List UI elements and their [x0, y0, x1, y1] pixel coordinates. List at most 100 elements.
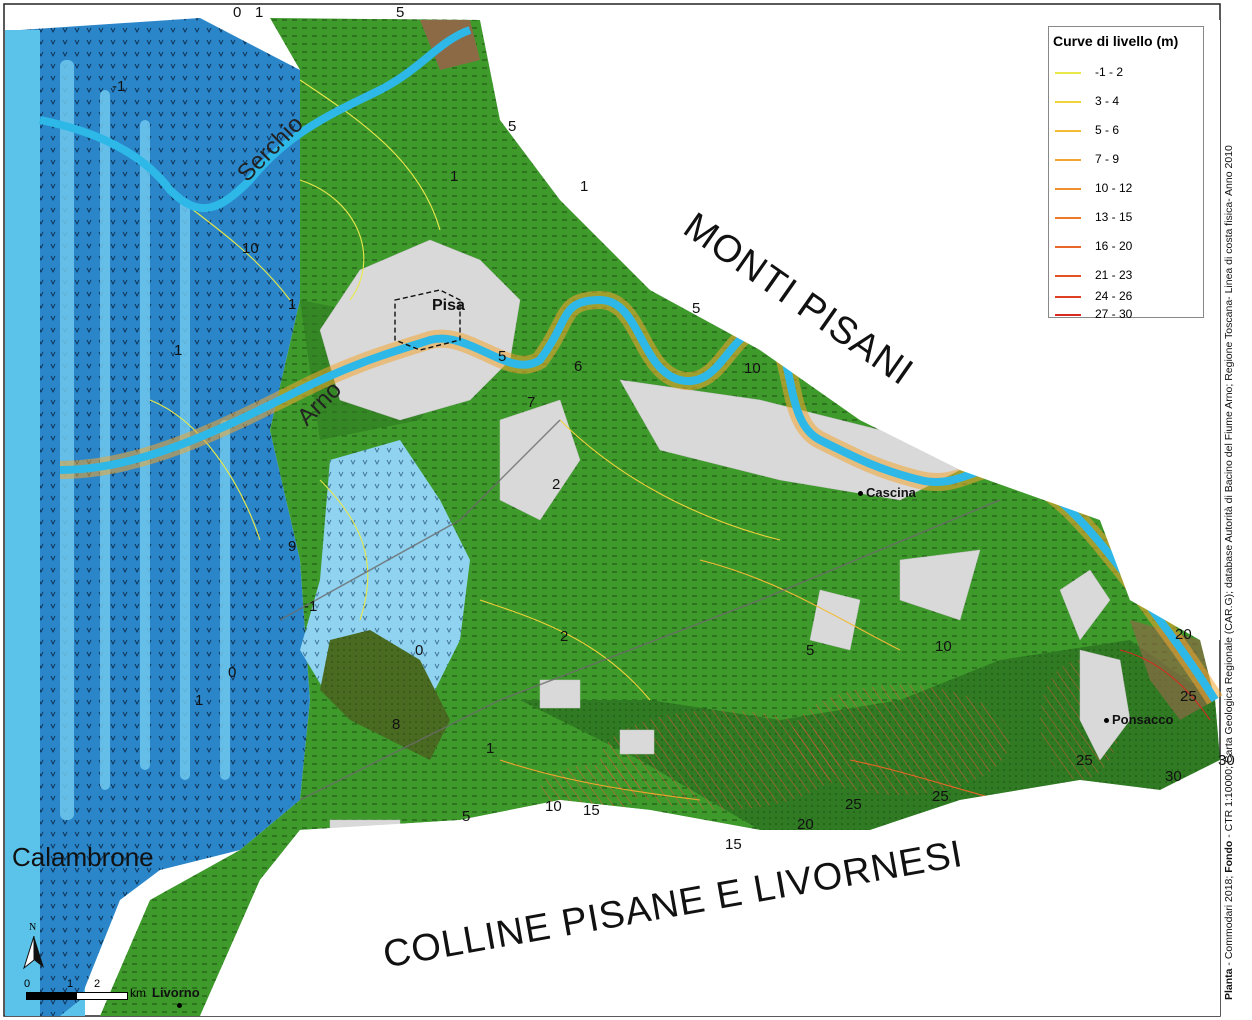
contour-label: 5 — [498, 348, 507, 365]
legend-swatch — [1055, 71, 1081, 74]
contour-label: 20 — [797, 816, 814, 833]
outside-northeast — [480, 20, 1220, 640]
legend-swatch — [1055, 158, 1081, 161]
contour-label: 1 — [195, 692, 204, 709]
north-letter: N — [29, 922, 37, 933]
city-dot-livorno — [177, 1003, 182, 1008]
credits-fondo-label: Fondo — [1223, 840, 1235, 873]
contour-label: 0 — [233, 4, 242, 21]
legend-item-label: 16 - 20 — [1095, 239, 1133, 253]
legend-swatch — [1055, 274, 1081, 277]
legend-item-label: 5 - 6 — [1095, 123, 1120, 137]
city-name-pisa: Pisa — [432, 297, 465, 314]
credits-fondo-text: - CTR 1:10000; Carta Geologica Regionale… — [1223, 145, 1235, 841]
legend-swatch — [1055, 313, 1081, 316]
contour-label: 1 — [486, 740, 495, 757]
legend-item: 3 - 4 — [1055, 94, 1119, 114]
contour-label: 2 — [560, 628, 569, 645]
legend-swatch — [1055, 245, 1081, 248]
legend-item: 16 - 20 — [1055, 239, 1132, 259]
contour-label: 25 — [845, 796, 862, 813]
contour-label: -1 — [304, 598, 318, 615]
contour-label: 1 — [174, 342, 183, 359]
contour-label: 10 — [935, 638, 952, 655]
contour-label: 30 — [1165, 768, 1182, 785]
outside-area — [200, 760, 1220, 1016]
city-dot-icon — [1104, 718, 1109, 724]
contour-label: 5 — [692, 300, 701, 317]
contour-label: 20 — [1175, 626, 1192, 643]
contour-label: 6 — [574, 358, 583, 375]
legend-item-label: 10 - 12 — [1095, 181, 1133, 195]
city-name-livorno: Livorno — [152, 985, 200, 1000]
serchio-river — [39, 26, 472, 212]
contour-label: 9 — [288, 538, 297, 555]
contour-label: 25 — [1180, 688, 1197, 705]
contour-label: 0 — [415, 642, 424, 659]
legend-item-label: 7 - 9 — [1095, 152, 1120, 166]
pisa-walls — [394, 289, 461, 351]
scale-unit: km — [130, 986, 146, 1000]
contour-label: 1 — [255, 4, 264, 21]
legend-item: 21 - 23 — [1055, 268, 1132, 288]
legend-item: 24 - 26 — [1055, 289, 1132, 309]
legend-item-label: -1 - 2 — [1095, 65, 1124, 79]
legend-item: 7 - 9 — [1055, 152, 1119, 172]
city-name-cascina: Cascina — [866, 485, 916, 500]
legend-item: -1 - 2 — [1055, 65, 1123, 85]
contour-label: 2 — [552, 476, 561, 493]
city-label-pisa: Pisa — [432, 297, 465, 315]
north-arrow: N — [22, 922, 46, 972]
city-label-cascina: Cascina — [858, 485, 916, 500]
credits-planta-label: Planta — [1223, 968, 1235, 1000]
scale-tick-2: 2 — [94, 978, 101, 990]
contour-label: 30 — [1218, 752, 1235, 769]
legend-item-label: 24 - 26 — [1095, 289, 1133, 303]
contour-label: 5 — [396, 4, 405, 21]
contour-label: 1 — [288, 296, 297, 313]
city-name-ponsacco: Ponsacco — [1112, 712, 1174, 727]
scale-bar-graphic — [26, 992, 128, 1000]
legend-item-label: 13 - 15 — [1095, 210, 1133, 224]
contour-legend: Curve di livello (m) -1 - 2 3 - 4 5 - 6 … — [1048, 26, 1204, 319]
contour-label: 7 — [527, 394, 536, 411]
contour-label: 5 — [462, 808, 471, 825]
legend-item: 5 - 6 — [1055, 123, 1119, 143]
legend-item: 27 - 30 — [1055, 307, 1132, 319]
contour-label: 0 — [228, 664, 237, 681]
scale-bar: 0 1 2 km — [22, 978, 162, 1018]
contour-label: -1 — [112, 78, 126, 95]
contour-label: 5 — [508, 118, 517, 135]
contour-label: 8 — [392, 716, 401, 733]
place-label-calambrone: Calambrone — [12, 842, 154, 872]
city-label-ponsacco: Ponsacco — [1104, 712, 1173, 727]
credits-planta-text: - Commodari 2018; — [1223, 872, 1235, 969]
north-arrow-icon — [23, 936, 44, 970]
contour-label: 25 — [1076, 752, 1093, 769]
legend-item-label: 27 - 30 — [1095, 307, 1133, 319]
legend-swatch — [1055, 129, 1081, 132]
contour-label: 5 — [806, 642, 815, 659]
scale-tick-1: 1 — [67, 978, 74, 990]
urban-areas — [319, 239, 1131, 841]
legend-item-label: 21 - 23 — [1095, 268, 1133, 282]
contour-label: 10 — [242, 240, 259, 257]
city-label-livorno: Livorno — [152, 985, 200, 1000]
scale-tick-0: 0 — [24, 978, 31, 990]
legend-swatch — [1055, 295, 1081, 298]
contour-label: 10 — [545, 798, 562, 815]
legend-item: 13 - 15 — [1055, 210, 1132, 230]
legend-swatch — [1055, 100, 1081, 103]
map-credits: Planta - Commodari 2018; Fondo - CTR 1:1… — [1223, 145, 1235, 1000]
contour-label: 25 — [932, 788, 949, 805]
legend-item-label: 3 - 4 — [1095, 94, 1120, 108]
legend-title: Curve di livello (m) — [1053, 33, 1179, 49]
roads — [279, 419, 1001, 801]
legend-item: 10 - 12 — [1055, 181, 1132, 201]
contour-label: 15 — [583, 802, 600, 819]
contour-label: 15 — [725, 836, 742, 853]
legend-swatch — [1055, 216, 1081, 219]
dune-stripes — [60, 60, 230, 820]
city-dot-icon — [858, 491, 863, 497]
